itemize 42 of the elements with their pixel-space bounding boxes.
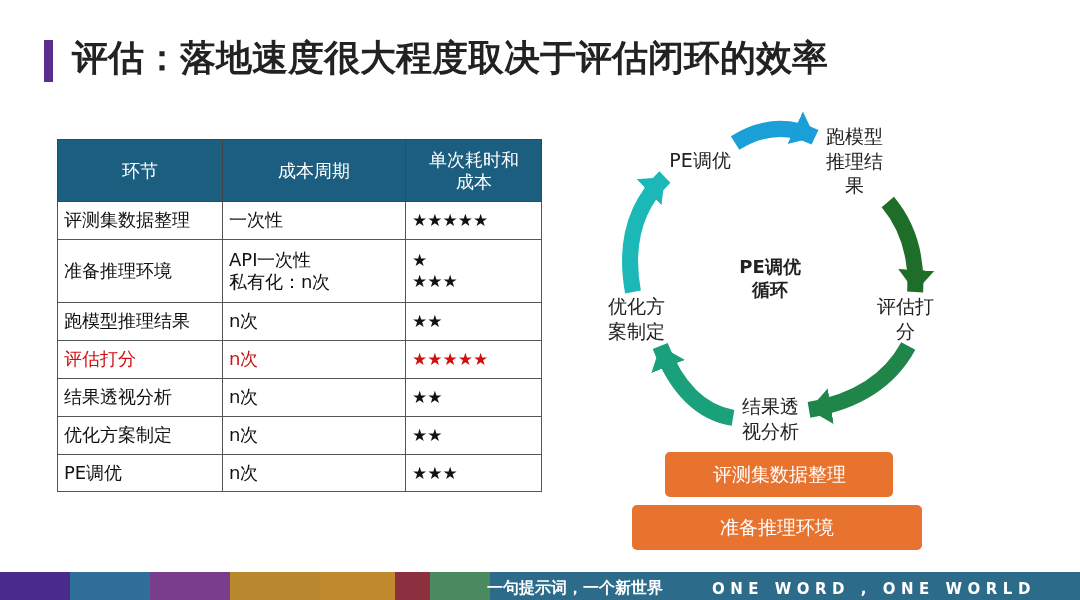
step-label: 优化方案制定 xyxy=(607,294,667,344)
table-cell-text: 一次性 xyxy=(229,209,283,232)
cycle-arrow xyxy=(622,171,671,294)
table-cell-text: 私有化：n次 xyxy=(229,271,332,294)
header-cell: 单次耗时和成本 xyxy=(405,139,542,202)
slide-title: 评估：落地速度很大程度取决于评估闭环的效率 xyxy=(72,36,828,80)
table-cell-text: PE调优 xyxy=(64,461,123,485)
table-cell-text: n次 xyxy=(229,461,259,485)
step-box xyxy=(632,505,922,550)
step-label: 评估打分 xyxy=(876,294,936,344)
table-cell-text: n次 xyxy=(229,310,259,333)
step-label: 结果透视分析 xyxy=(741,394,801,444)
star-rating: ★ xyxy=(412,249,429,271)
table-cell-text: 准备推理环境 xyxy=(64,259,172,283)
step-label: 跑模型推理结果 xyxy=(825,123,885,199)
step-label: 准备推理环境 xyxy=(720,515,834,540)
step-label: PE调优 xyxy=(669,147,731,173)
center-label: PE调优循环 xyxy=(738,255,802,302)
header-cell: 环节 xyxy=(57,139,223,202)
table-cell-text: 跑模型推理结果 xyxy=(64,310,190,333)
cycle-arrow xyxy=(881,197,934,293)
step-box xyxy=(665,452,893,497)
star-rating: ★★★ xyxy=(412,462,458,484)
table-cell-text: 评估打分 xyxy=(64,348,136,371)
table-cell-text: n次 xyxy=(229,386,259,409)
step-label: 评测集数据整理 xyxy=(712,462,846,487)
star-rating: ★★ xyxy=(412,387,443,409)
table-cell-text: n次 xyxy=(229,348,259,371)
table-cell-text: 评测集数据整理 xyxy=(64,209,190,232)
table-cell-text: 优化方案制定 xyxy=(64,424,172,447)
slogan-text: 一句提示词，一个新世界 xyxy=(487,578,663,598)
table-cell-text: n次 xyxy=(229,424,259,447)
cycle-arrow xyxy=(807,341,916,424)
header-cell: 成本周期 xyxy=(222,139,406,202)
star-rating: ★★★★★ xyxy=(412,210,489,232)
star-rating: ★★★★★ xyxy=(412,349,489,371)
star-rating: ★★★ xyxy=(412,271,459,293)
star-rating: ★★ xyxy=(412,425,443,447)
table-cell-text: API一次性 xyxy=(229,248,313,271)
table-cell-text: 结果透视分析 xyxy=(64,386,172,409)
star-rating: ★★ xyxy=(412,311,443,333)
slogan-text: ONE WORD , ONE WORLD xyxy=(712,579,1036,599)
